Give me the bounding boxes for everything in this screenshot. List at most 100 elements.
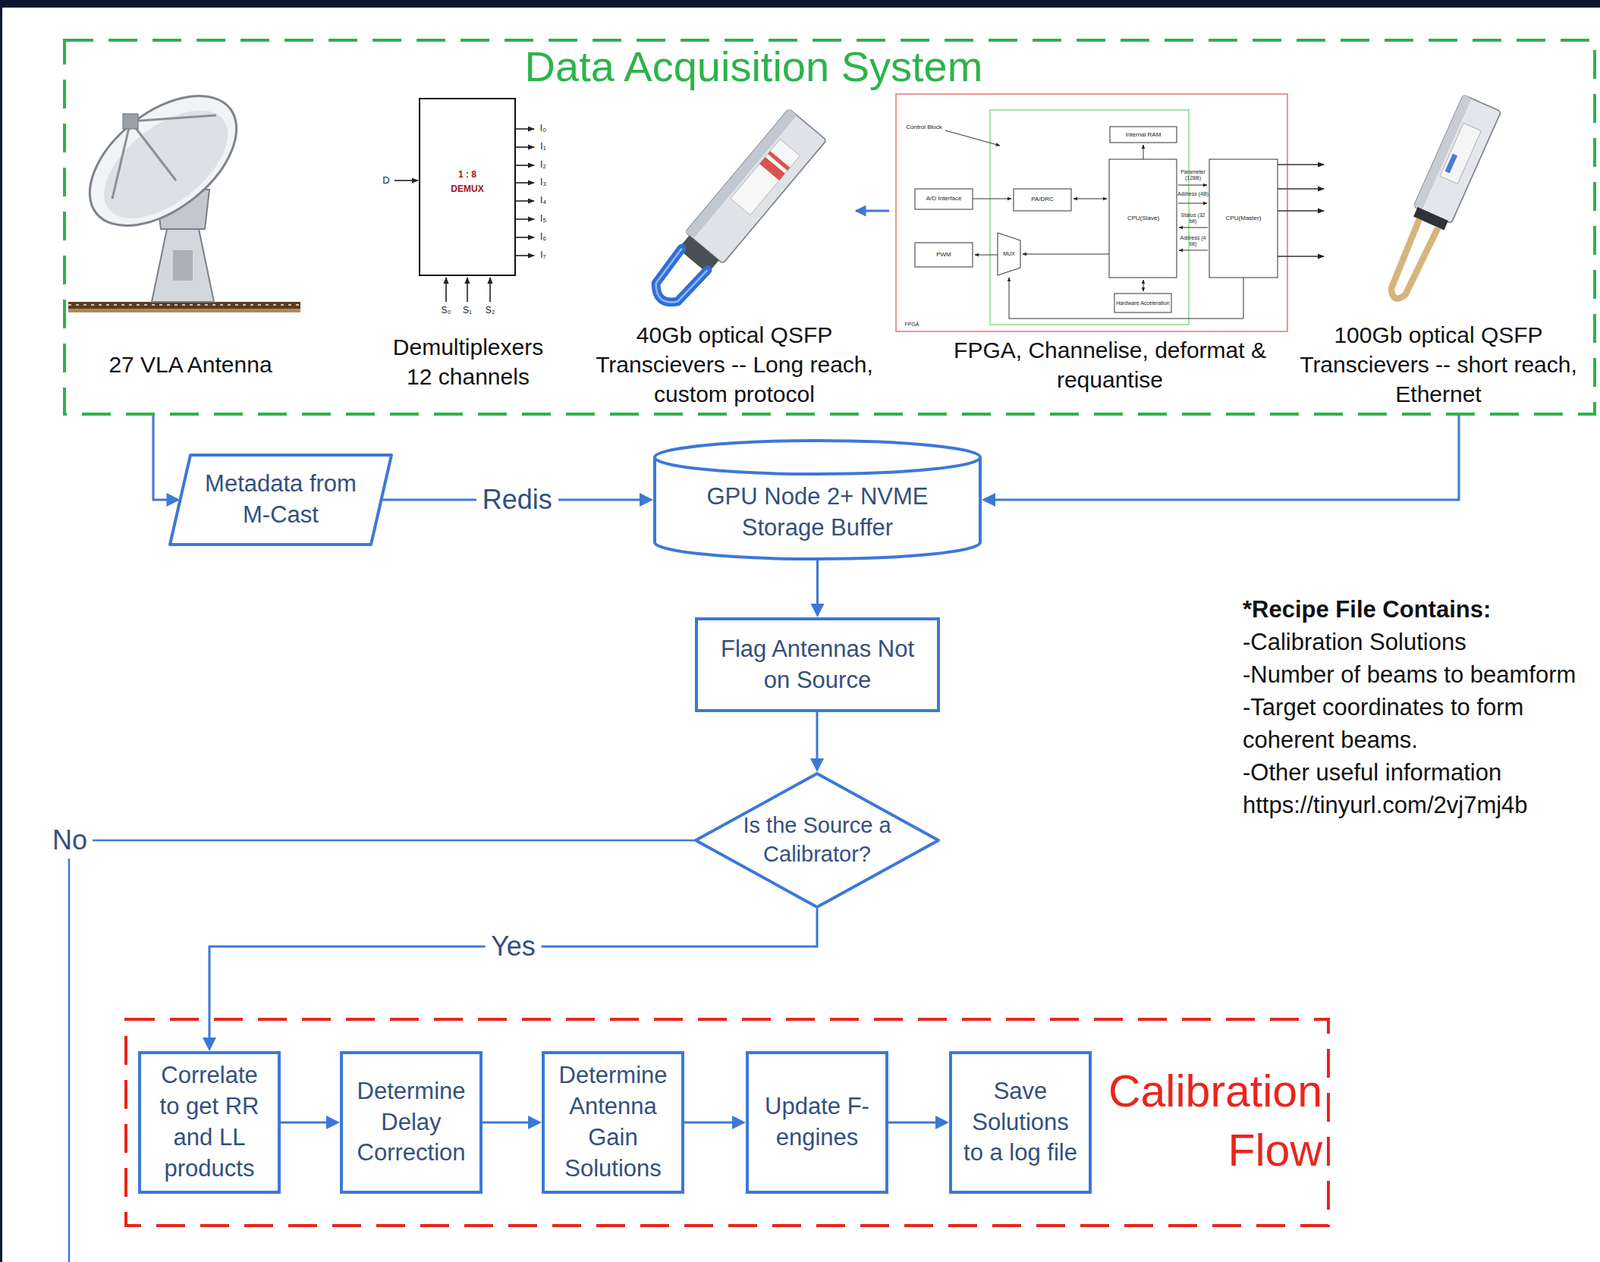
group-title: Data Acquisition System <box>517 43 991 91</box>
bus-wire <box>1178 250 1208 252</box>
edge-label-holder: Redis <box>476 484 559 516</box>
pedestal <box>151 229 214 302</box>
arrowhead <box>810 758 824 773</box>
flow-group: Calibration Flow Correlate to get RR and … <box>124 1018 1330 1228</box>
chip-label-holder: DEMUX <box>450 184 484 195</box>
block-label-holder: CPU(Slave) <box>1127 214 1160 222</box>
node-text: Update F-engines <box>760 1091 874 1154</box>
qsfp-100g-illustration <box>1376 94 1501 307</box>
process-box: Determine Delay Correction <box>339 1051 483 1195</box>
pin-label-holder: I₂ <box>540 160 547 171</box>
diamond-outline <box>694 772 940 909</box>
pin-label: I₀ <box>540 123 547 135</box>
group-outline <box>124 1018 1330 1228</box>
feed-horn <box>122 113 139 129</box>
signal-label-holder: Address (4 bit) <box>1177 235 1210 248</box>
group-title: Calibration Flow <box>1094 1062 1323 1181</box>
node-text: Save Solutions to a log file <box>963 1076 1078 1170</box>
rail <box>68 308 301 313</box>
connector <box>202 908 818 1052</box>
process-box: Save Solutions to a log file <box>949 1051 1092 1195</box>
module-sticker <box>1439 122 1481 184</box>
output-wire <box>515 254 535 257</box>
pin-label: I₄ <box>540 195 547 207</box>
pin-label-holder: I₄ <box>540 195 547 207</box>
bus-wire <box>1143 279 1145 292</box>
caption: FPGA, Channelise, deformat & requantise <box>943 335 1277 395</box>
signal-label-holder: Parameter (128B) <box>1177 169 1210 182</box>
sticker-mark <box>1445 153 1459 173</box>
pull-tab <box>648 248 708 311</box>
pull-tab-highlight <box>648 248 708 311</box>
process-box: Update F-engines <box>745 1051 889 1195</box>
connector <box>280 1115 340 1130</box>
block-label-holder: Hardware Acceleration <box>1115 300 1171 307</box>
node-text: GPU Node 2+ NVME Storage Buffer <box>675 481 959 544</box>
chip-label: 1 : 8 <box>458 169 477 181</box>
feed-leg <box>130 121 177 181</box>
connector <box>888 1115 950 1130</box>
process-box: Determine Antenna Gain Solutions <box>541 1051 685 1195</box>
arrowhead <box>202 1037 217 1052</box>
caption: 27 VLA Antenna <box>76 349 305 380</box>
leader-line <box>945 130 1000 146</box>
note-heading: *Recipe File Contains: <box>1242 593 1588 626</box>
pin-label: I₅ <box>540 213 547 225</box>
arrowhead <box>639 493 654 507</box>
branch-label-holder: No <box>52 825 88 856</box>
caption-holder: 27 VLA Antenna <box>76 349 305 380</box>
output-wire <box>515 182 535 184</box>
feedback-wire <box>1009 277 1244 319</box>
block-label-holder: MUX <box>1002 251 1016 258</box>
connector-line <box>992 415 1459 500</box>
connector <box>482 1115 542 1130</box>
pin-label: I₁ <box>540 141 546 153</box>
caption-holder: 100Gb optical QSFP Transcievers -- short… <box>1290 320 1587 409</box>
mux-symbol <box>997 232 1021 276</box>
connector-line <box>153 415 170 500</box>
block-label-holder: PWM <box>936 251 952 258</box>
pin-label-holder: I₃ <box>540 177 547 189</box>
node-text: Metadata from M-Cast <box>195 468 366 532</box>
signal-label-holder: Status (32 bit) <box>1177 212 1210 225</box>
node-text: Is the Source a Calibrator? <box>729 811 905 869</box>
rail-ties <box>68 304 301 306</box>
fpga-outline <box>895 94 1288 332</box>
dashed-border <box>64 40 1595 415</box>
control-outline <box>990 110 1189 325</box>
select-wire <box>445 277 447 302</box>
ram-block <box>1109 126 1177 143</box>
pin-label-holder: I₀ <box>540 123 547 135</box>
pin-label-holder: I₁ <box>540 141 546 153</box>
block-label-holder: CPU(Master) <box>1225 214 1262 222</box>
parallelogram-shape <box>169 455 392 545</box>
caption-holder: FPGA, Channelise, deformat & requantise <box>943 335 1277 395</box>
pin-label: I₂ <box>540 160 547 171</box>
branch-label: No <box>52 825 88 856</box>
output-wire <box>1277 188 1324 190</box>
pin-label-holder: D <box>382 175 390 187</box>
block-label-holder: Internal RAM <box>1125 131 1162 139</box>
module-body <box>685 108 827 264</box>
process-box: Correlate to get RR and LL products <box>138 1051 281 1195</box>
select-wire <box>489 277 491 302</box>
note-line: https://tinyurl.com/2vj7mj4b <box>1242 788 1588 822</box>
pin-label-holder: S₀ <box>441 305 452 317</box>
bus-wire <box>1073 198 1107 200</box>
branch-line <box>92 839 695 843</box>
arrowhead <box>811 603 825 618</box>
feed-leg <box>130 115 217 122</box>
connector <box>811 559 825 618</box>
diamond-shape <box>695 773 939 908</box>
flow-arrow <box>855 210 890 213</box>
arrowhead <box>528 1115 542 1130</box>
bus-wire <box>1022 254 1110 255</box>
pin-label-holder: I₇ <box>540 250 546 261</box>
pin-label-holder: S₂ <box>485 305 496 317</box>
pin-label: I₃ <box>540 177 547 189</box>
cpu-block <box>1109 159 1177 278</box>
note-line: -Other useful information <box>1242 756 1588 789</box>
chip-label: FPGA <box>904 321 919 328</box>
module-body <box>1413 94 1501 224</box>
